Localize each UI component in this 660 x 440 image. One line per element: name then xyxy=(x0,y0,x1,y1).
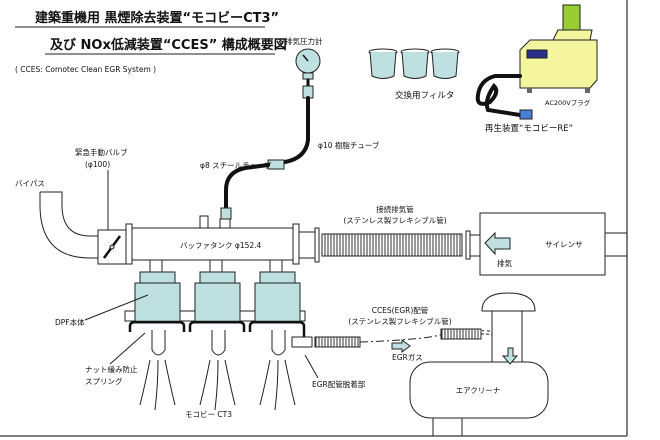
exhaust-arrow-icon xyxy=(484,231,511,256)
dpf-pointer xyxy=(84,294,149,321)
regenerator-cable xyxy=(475,74,522,117)
dpf-units xyxy=(124,259,306,411)
label-steel-tube: φ8 スチールチューブ xyxy=(200,160,272,170)
title-line1: 建築重機用 黒煙除去装置“モコビーCT3” xyxy=(35,10,279,26)
label-bypass: バイパス xyxy=(15,179,45,188)
label-air-cleaner: エアクリーナ xyxy=(456,386,501,395)
spring-pointer xyxy=(109,332,146,365)
label-valve-size: (φ100) xyxy=(85,160,110,169)
pipe-flange xyxy=(314,227,320,263)
resin-tube xyxy=(276,96,310,166)
dpf-unit xyxy=(128,259,186,332)
label-egr-detach: EGR配管脱着部 xyxy=(312,379,366,389)
buffer-tank xyxy=(125,215,300,265)
egr-gas-arrow-icon xyxy=(391,339,411,353)
label-pressure-gauge: 排気圧力計 xyxy=(285,36,323,46)
regenerator-device xyxy=(519,4,598,93)
egr-coupling xyxy=(291,336,313,348)
label-exhaust: 排気 xyxy=(497,258,512,268)
filter-icon xyxy=(430,48,460,79)
label-silencer: サイレンサ xyxy=(545,240,583,249)
air-cleaner xyxy=(409,292,549,436)
dpf-unit xyxy=(188,259,246,332)
flexible-exhaust-pipe xyxy=(321,233,463,257)
pipe-flange xyxy=(465,230,471,260)
title-line2: 及び NOx低減装置“CCES” 構成概要図 xyxy=(50,37,287,53)
label-dpf-body: DPF本体 xyxy=(55,317,85,327)
bypass-pipe xyxy=(39,191,98,259)
replacement-filters xyxy=(368,48,460,79)
label-egr-pipe-material: (ステンレス製フレキシブル管) xyxy=(348,316,451,326)
pressure-gauge-icon xyxy=(295,48,321,99)
subtitle: ( CCES: Comotec Clean EGR System ) xyxy=(15,65,156,74)
egr-flex-pipe xyxy=(314,336,361,348)
steel-tube xyxy=(224,163,270,210)
filter-icon xyxy=(368,48,398,79)
egr-detach-pointer xyxy=(304,354,319,379)
filter-icon xyxy=(400,48,430,79)
label-ac-plug: AC200Vプラグ xyxy=(545,98,591,107)
pipe-adapter xyxy=(298,231,316,259)
label-regenerator: 再生装置“モコビーRE” xyxy=(485,123,573,134)
regenerator-screen xyxy=(526,49,548,59)
label-exhaust-pipe: 接続排気管 xyxy=(376,204,414,214)
manual-valve[interactable] xyxy=(97,229,127,265)
label-product: モコビー CT3 xyxy=(185,410,232,419)
label-exhaust-pipe-material: (ステンレス製フレキシブル管) xyxy=(343,215,446,225)
label-buffer-tank: バッファタンク φ152.4 xyxy=(180,241,262,250)
dpf-unit xyxy=(248,259,306,340)
label-spring-2: スプリング xyxy=(85,376,123,386)
label-spring: ナット緩み防止 xyxy=(85,364,138,374)
egr-flex-pipe-2 xyxy=(440,328,482,340)
tank-fitting xyxy=(220,207,232,220)
label-filters: 交換用フィルタ xyxy=(395,90,454,101)
plug-icon xyxy=(519,109,533,120)
intake-arrow-icon xyxy=(501,347,519,365)
label-egr-gas: EGRガス xyxy=(392,352,423,362)
smoke-plume xyxy=(139,330,296,411)
label-egr-pipe: CCES(EGR)配管 xyxy=(372,305,429,315)
label-resin-tube: φ10 樹脂チューブ xyxy=(318,140,380,150)
label-valve: 緊急手動バルブ xyxy=(75,147,128,157)
